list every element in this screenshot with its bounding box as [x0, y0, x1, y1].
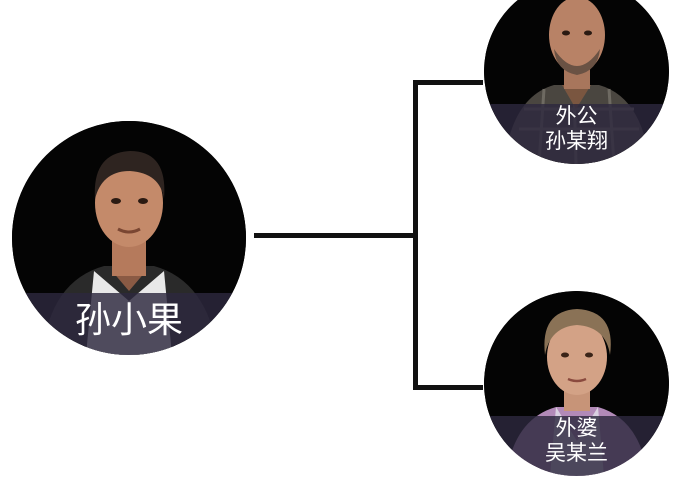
- person-name-grandmother: 吴某兰: [545, 441, 608, 465]
- connector-to-grandmother: [413, 385, 483, 390]
- connector-to-grandfather: [413, 80, 483, 85]
- person-label-grandfather: 外公 孙某翔: [484, 104, 669, 164]
- person-node-child: 孙小果: [12, 121, 246, 355]
- connector-child-horizontal: [254, 233, 416, 238]
- connector-vertical-trunk: [413, 80, 418, 390]
- person-node-grandfather: 外公 孙某翔: [484, 0, 669, 164]
- person-label-grandmother: 外婆 吴某兰: [484, 416, 669, 476]
- person-relation-grandmother: 外婆: [555, 416, 598, 440]
- person-name-grandfather: 孙某翔: [545, 129, 608, 153]
- person-node-grandmother: 外婆 吴某兰: [484, 291, 669, 476]
- person-relation-grandfather: 外公: [555, 104, 598, 128]
- person-label-child: 孙小果: [12, 293, 246, 355]
- person-name-child: 孙小果: [74, 300, 183, 341]
